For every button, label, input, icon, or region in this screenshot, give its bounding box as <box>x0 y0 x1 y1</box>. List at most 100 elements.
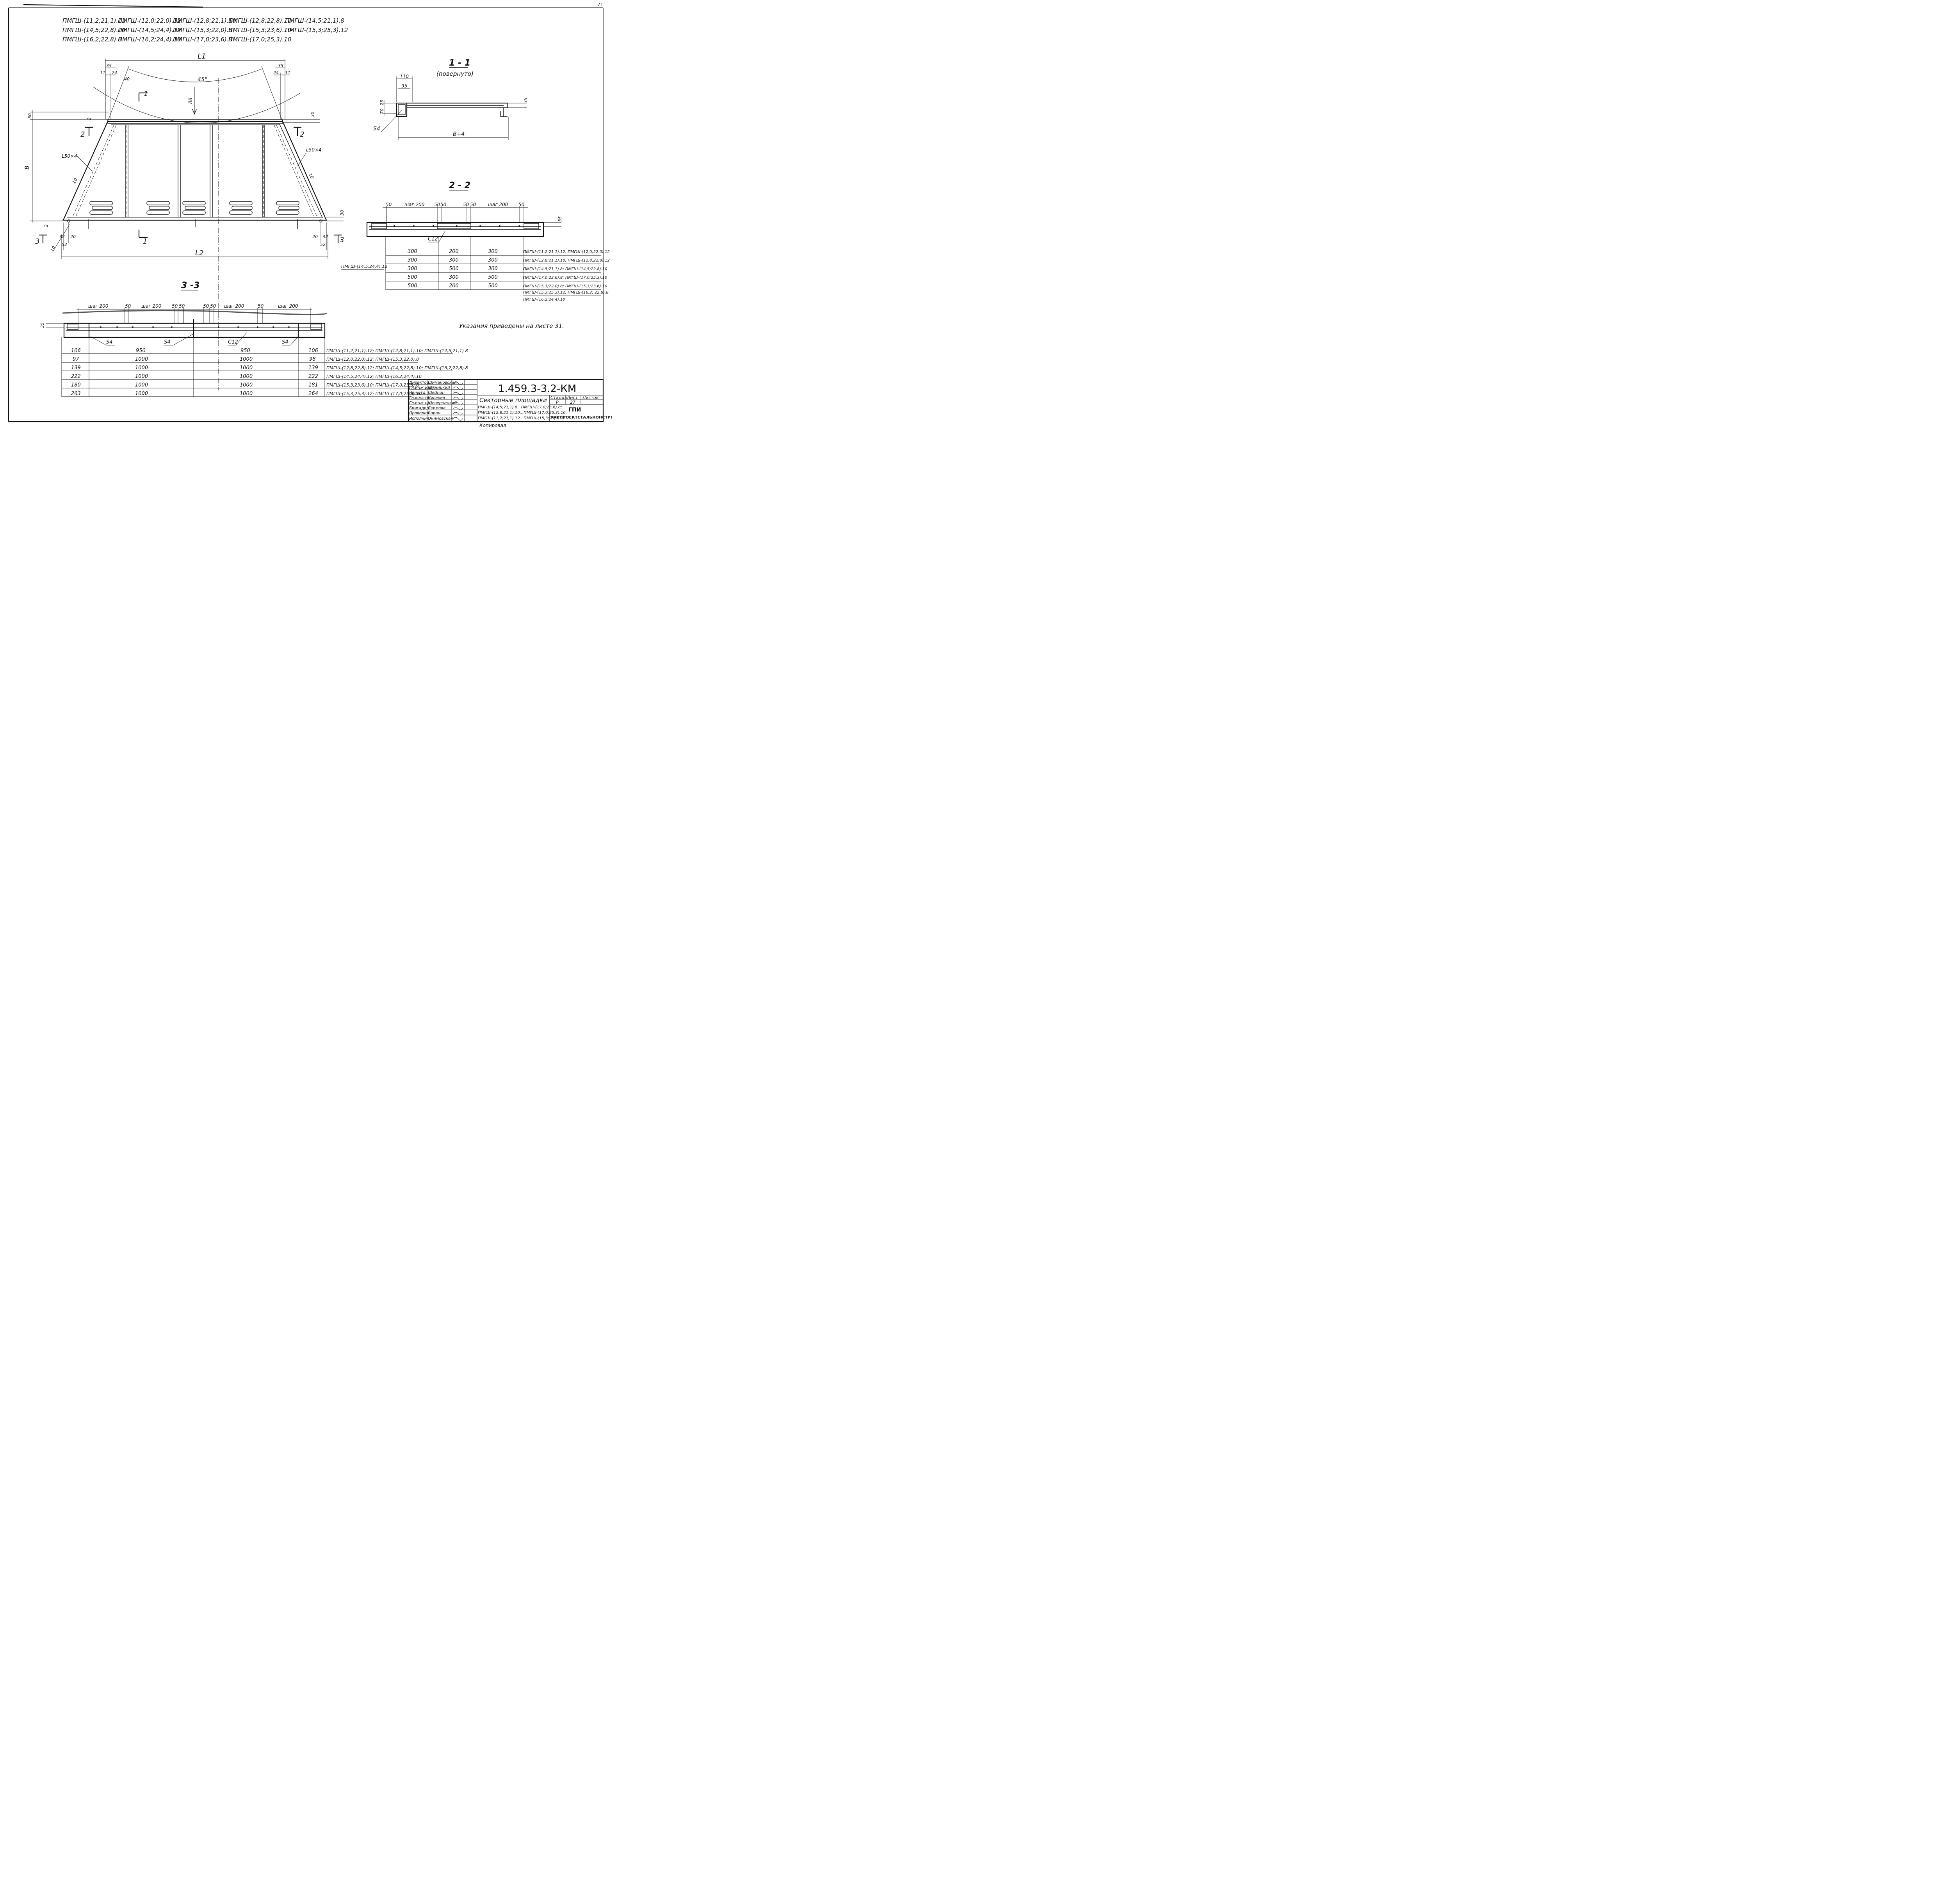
tb-name: Шейнин <box>428 391 445 395</box>
section-3-3-dim: 50 <box>172 303 178 309</box>
plan-dim: 20 <box>312 234 318 239</box>
cut-marks: 1 1 2 2 3 3 <box>35 90 344 246</box>
header-mark: ПМГШ-(17,0;23,6).8 <box>173 36 232 43</box>
s22-cell: 300 <box>408 257 417 263</box>
plan-l1: L1 <box>198 52 206 61</box>
s22-extra-marks: ПМГШ-(15,3;25,3).12; ПМГШ-(16,2; 22,8).8 <box>523 290 609 295</box>
section-1-1-dim: 110 <box>400 74 409 79</box>
s22-extra-marks: ПМГШ-(16,2;24,4).10 <box>523 297 565 302</box>
section-3-3-dim: 50 <box>179 303 185 309</box>
s22-cell: 300 <box>488 257 498 263</box>
cut-1-bottom: 1 <box>143 237 147 246</box>
s22-marks: ПМГШ-(15,3;22,0).8; ПМГШ-(15,3;23,6).10 <box>523 284 607 289</box>
s22-marks: ПМГШ-(17,0;23,6).8; ПМГШ-(17,0;25,3).10 <box>523 276 607 280</box>
s33-cell: 1000 <box>240 391 253 397</box>
header-mark: ПМГШ-(15,3;23,6).10 <box>228 27 291 34</box>
plan-dim: 10 <box>50 245 57 253</box>
s33-cell: 1000 <box>240 382 253 388</box>
s22-cell: 300 <box>449 274 459 280</box>
section-2-2: 2 - 2 50 шаг 200 50 50 50 50 шаг 200 50 … <box>341 181 610 302</box>
section-2-2-dim: 50 <box>434 202 440 207</box>
s22-cell: 300 <box>408 266 417 272</box>
s33-cell: 1000 <box>135 356 148 362</box>
tb-name: Шумицкий <box>428 386 450 390</box>
section-3-3-dim: 35 <box>40 322 45 328</box>
s33-cell: 106 <box>308 348 318 354</box>
plan-dim: 50 <box>27 113 32 119</box>
plan-dim: 30 <box>340 210 345 216</box>
s33-marks: ПМГШ-(12,0;22,0).12; ПМГШ-(15,3;22,0).8 <box>326 357 419 362</box>
s22-cell: 500 <box>449 266 459 272</box>
s22-cell: 500 <box>488 283 498 289</box>
section-1-1: 1 - 1 (повернуто) 110 95 70 25 35 S4 B+4 <box>373 58 528 140</box>
s33-cell: 1000 <box>240 365 253 371</box>
s22-cell: 500 <box>408 274 417 280</box>
header-mark: ПМГШ-(16,2;22,8).8 <box>62 36 122 43</box>
section-2-2-title: 2 - 2 <box>449 181 470 191</box>
section-3-3-s4: S4 <box>282 339 289 345</box>
plan-dim: 2 <box>87 118 92 120</box>
section-3-3-s4: S4 <box>164 339 171 345</box>
plan-b: B <box>24 166 30 169</box>
tb-sheets-label: Листов <box>582 395 598 400</box>
header-mark: ПМГШ-(15,3;25,3).12 <box>285 27 348 34</box>
section-3-3-dim: 50 <box>125 303 131 309</box>
section-3-3: 3 -3 шаг 200 50 шаг 200 <box>40 281 468 397</box>
plan-dim: 11 <box>285 70 290 75</box>
s22-marks: ПМГШ-(11,2;21,1).12; ПМГШ-(12,0;22,0).12 <box>523 250 610 254</box>
s33-cell: 1000 <box>240 374 253 379</box>
s33-cell: 1000 <box>240 356 253 362</box>
tb-title-line: ПМГШ-(14,5;21,1).8...ПМГШ-(17,0;23,6).8; <box>478 405 562 410</box>
plan-l2: L2 <box>195 249 203 257</box>
s22-cell: 300 <box>488 249 498 255</box>
section-3-3-dim: 50 <box>203 303 209 309</box>
s22-cell: 300 <box>449 257 459 263</box>
s33-marks: ПМГШ-(15,3;23,6).10; ПМГШ-(17,0;23,6).8 <box>326 383 419 388</box>
plan-angle: 45° <box>198 77 207 83</box>
s33-cell: 106 <box>71 348 81 354</box>
section-1-1-dim: 70 <box>379 109 385 114</box>
note: Указания приведены на листе 31. <box>459 322 564 330</box>
signatures <box>452 381 463 420</box>
plan-stiffeners <box>125 125 265 217</box>
cut-3-right: 3 <box>340 236 344 244</box>
title-block: Директор Шимановский Гл.инж.инст Шумицки… <box>408 379 612 428</box>
section-3-3-dim: шаг 200 <box>141 303 162 309</box>
s22-cell: 500 <box>408 283 417 289</box>
section-3-3-dim: шаг 200 <box>88 303 109 309</box>
s33-cell: 98 <box>309 356 316 362</box>
header-mark: ПМГШ-(11,2;21,1).12 <box>62 17 125 24</box>
tb-name: Шимановский <box>428 381 457 385</box>
header-marks: ПМГШ-(11,2;21,1).12 ПМГШ-(12,0;22,0).12 … <box>62 17 348 43</box>
s22-cell: 300 <box>488 266 498 272</box>
section-3-3-title: 3 -3 <box>181 281 199 290</box>
section-2-2-channel: С12 <box>428 236 438 242</box>
section-2-2-dim: 35 <box>557 216 563 222</box>
header-mark: ПМГШ-(14,5;24,4).12 <box>118 27 181 34</box>
plan-slots <box>89 201 299 215</box>
plan-view: 45° Л8 L1 35 11 24 40 35 24 11 50 2 B <box>24 52 345 390</box>
tb-stage: Р <box>556 400 559 405</box>
tb-role: Гл.констр. <box>409 396 431 400</box>
s33-cell: 181 <box>308 382 318 388</box>
s33-cell: 1000 <box>135 374 148 379</box>
header-mark: ПМГШ-(12,8;21,1).10 <box>173 17 236 24</box>
plan-dim: 52 <box>62 242 67 247</box>
s22-cell: 500 <box>488 274 498 280</box>
plan-angle-label-right: L50×4 <box>306 147 322 153</box>
section-3-3-dim: 50 <box>258 303 264 309</box>
section-1-1-dim: 35 <box>523 98 528 103</box>
s22-outside-label: ПМГШ-(14,5;24,4).12 <box>341 264 387 269</box>
s33-cell: 1000 <box>135 382 148 388</box>
tb-name: Киселев <box>428 396 445 400</box>
s33-cell: 139 <box>308 365 318 371</box>
page-number: 71 <box>597 2 603 7</box>
tb-role: Нач.отд. <box>409 391 427 395</box>
section-2-2-dim: 50 <box>518 202 525 207</box>
cut-2-left: 2 <box>80 130 85 139</box>
section-1-1-title: 1 - 1 <box>449 58 470 68</box>
s33-cell: 180 <box>71 382 81 388</box>
s22-marks: ПМГШ-(12,8;21,1).10; ПМГШ-(12,8;22,8).12 <box>523 258 610 263</box>
s33-cell: 264 <box>308 391 318 397</box>
tb-stage-label: Стадия <box>550 395 567 400</box>
